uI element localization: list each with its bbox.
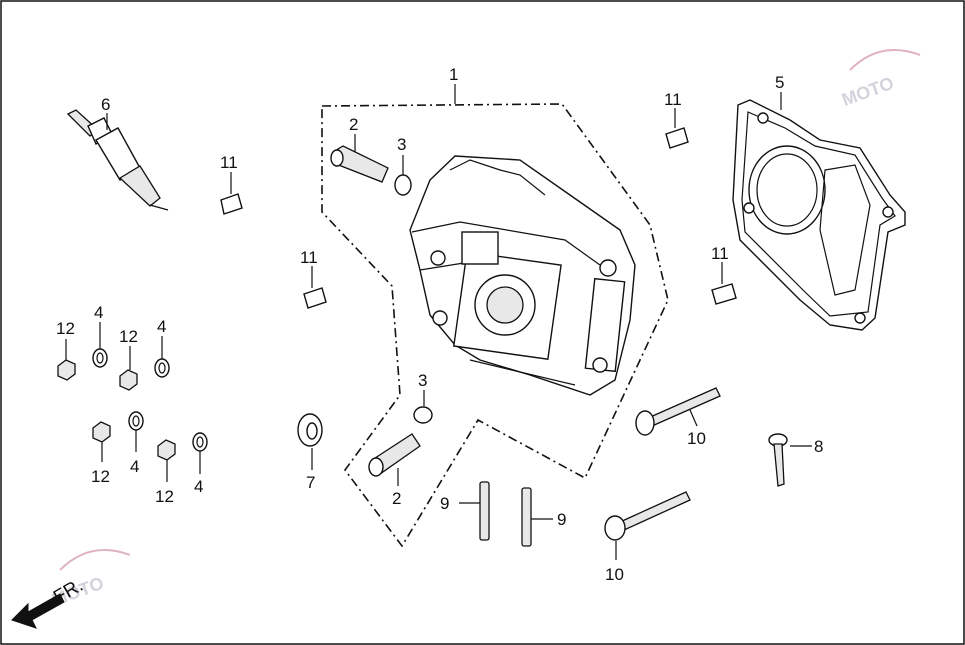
callout-11c: 11	[664, 90, 682, 109]
front-direction-arrow	[11, 593, 65, 629]
washer-4a	[92, 348, 108, 368]
callout-3b: 3	[418, 371, 427, 390]
bolt-small	[768, 433, 788, 487]
callout-4c: 4	[130, 457, 139, 476]
callout-10b: 10	[605, 565, 624, 584]
callout-9b: 9	[557, 510, 566, 529]
callout-8: 8	[814, 437, 823, 456]
callout-11b: 11	[300, 248, 318, 267]
svg-text:MOTO: MOTO	[839, 73, 896, 110]
callout-5: 5	[775, 73, 784, 92]
nut-12b	[119, 369, 138, 391]
callout-10a: 10	[687, 429, 706, 448]
nut-12c	[92, 421, 111, 443]
callout-7: 7	[306, 473, 315, 492]
callout-12b: 12	[119, 327, 138, 346]
o-ring-upper	[394, 174, 412, 196]
bolt-long-upper	[635, 387, 721, 436]
callout-6: 6	[101, 95, 110, 114]
nut-12d	[157, 439, 176, 461]
callout-4a: 4	[94, 303, 103, 322]
bolt-long-lower	[604, 491, 691, 541]
callout-11d: 11	[711, 244, 729, 263]
washer-large	[297, 413, 323, 447]
callout-2b: 2	[392, 489, 401, 508]
spark-plug	[66, 109, 169, 211]
leader-10a	[689, 409, 698, 427]
callout-4b: 4	[157, 317, 166, 336]
watermark-top-right: MOTO	[839, 49, 921, 110]
cap-11c	[665, 127, 689, 149]
stud-left	[479, 481, 490, 541]
callout-11a: 11	[220, 153, 238, 172]
washer-4d	[192, 432, 208, 452]
o-ring-lower	[413, 406, 433, 424]
cylinder-head-gasket	[732, 99, 906, 331]
cylinder-head	[409, 155, 636, 396]
cap-11b	[303, 287, 327, 309]
valve-guide-lower	[368, 433, 421, 477]
nut-12a	[57, 359, 76, 381]
cap-11d	[711, 283, 737, 305]
cylinder-head-assembly-boundary	[321, 103, 669, 548]
callout-12c: 12	[91, 467, 110, 486]
callout-2a: 2	[349, 115, 358, 134]
valve-guide-upper	[330, 145, 389, 183]
callout-9a: 9	[440, 494, 449, 513]
washer-4c	[128, 411, 144, 431]
callout-4d: 4	[194, 477, 203, 496]
cap-11a	[220, 193, 243, 215]
callout-12d: 12	[155, 487, 174, 506]
callout-1: 1	[449, 65, 458, 84]
stud-right	[521, 487, 532, 547]
washer-4b	[154, 358, 170, 378]
callout-12a: 12	[56, 319, 75, 338]
callout-3a: 3	[397, 135, 406, 154]
